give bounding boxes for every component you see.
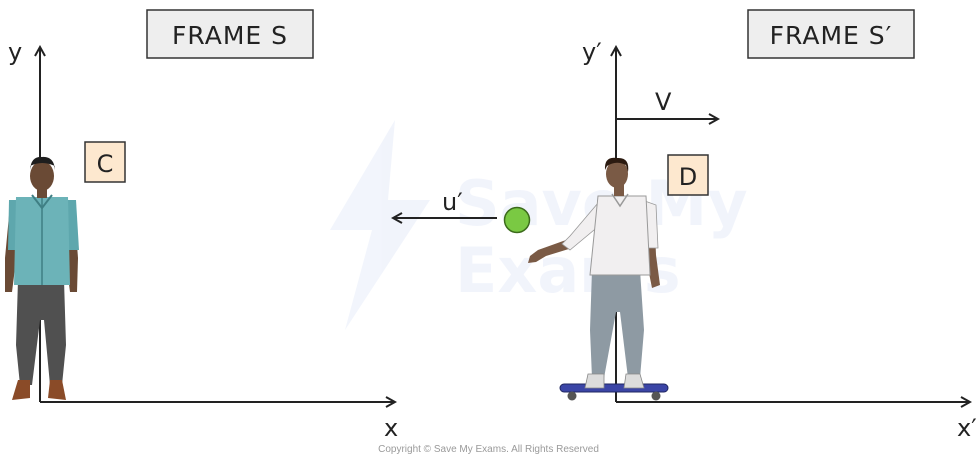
watermark: Save My Exams (330, 120, 748, 330)
frame-s-prime-title-box: FRAME S′ (747, 9, 915, 59)
frame-s-prime-title: FRAME S′ (770, 21, 893, 50)
frame-s-x-label: x (384, 414, 398, 442)
ball-group: u′ (393, 188, 531, 234)
observer-d-label: D (679, 163, 697, 191)
observer-c-label-box: C (84, 141, 126, 183)
frame-s: FRAME S y x C (5, 9, 398, 442)
frame-velocity-label: V (655, 88, 672, 116)
person-c (5, 156, 79, 400)
frame-s-title: FRAME S (172, 21, 288, 50)
watermark-bolt-icon (330, 120, 430, 330)
ball (503, 206, 531, 234)
frame-s-title-box: FRAME S (146, 9, 314, 59)
frame-s-prime: FRAME S′ y′ x′ V D (528, 9, 977, 442)
observer-d-label-box: D (667, 154, 709, 196)
frame-s-prime-x-label: x′ (957, 414, 977, 442)
person-d (528, 157, 660, 389)
skateboard (559, 383, 669, 401)
frame-s-y-label: y (8, 38, 22, 66)
ball-velocity-label: u′ (442, 188, 463, 216)
frame-s-prime-y-label: y′ (582, 38, 602, 66)
observer-c-label: C (97, 150, 114, 178)
copyright-notice: Copyright © Save My Exams. All Rights Re… (378, 444, 599, 455)
